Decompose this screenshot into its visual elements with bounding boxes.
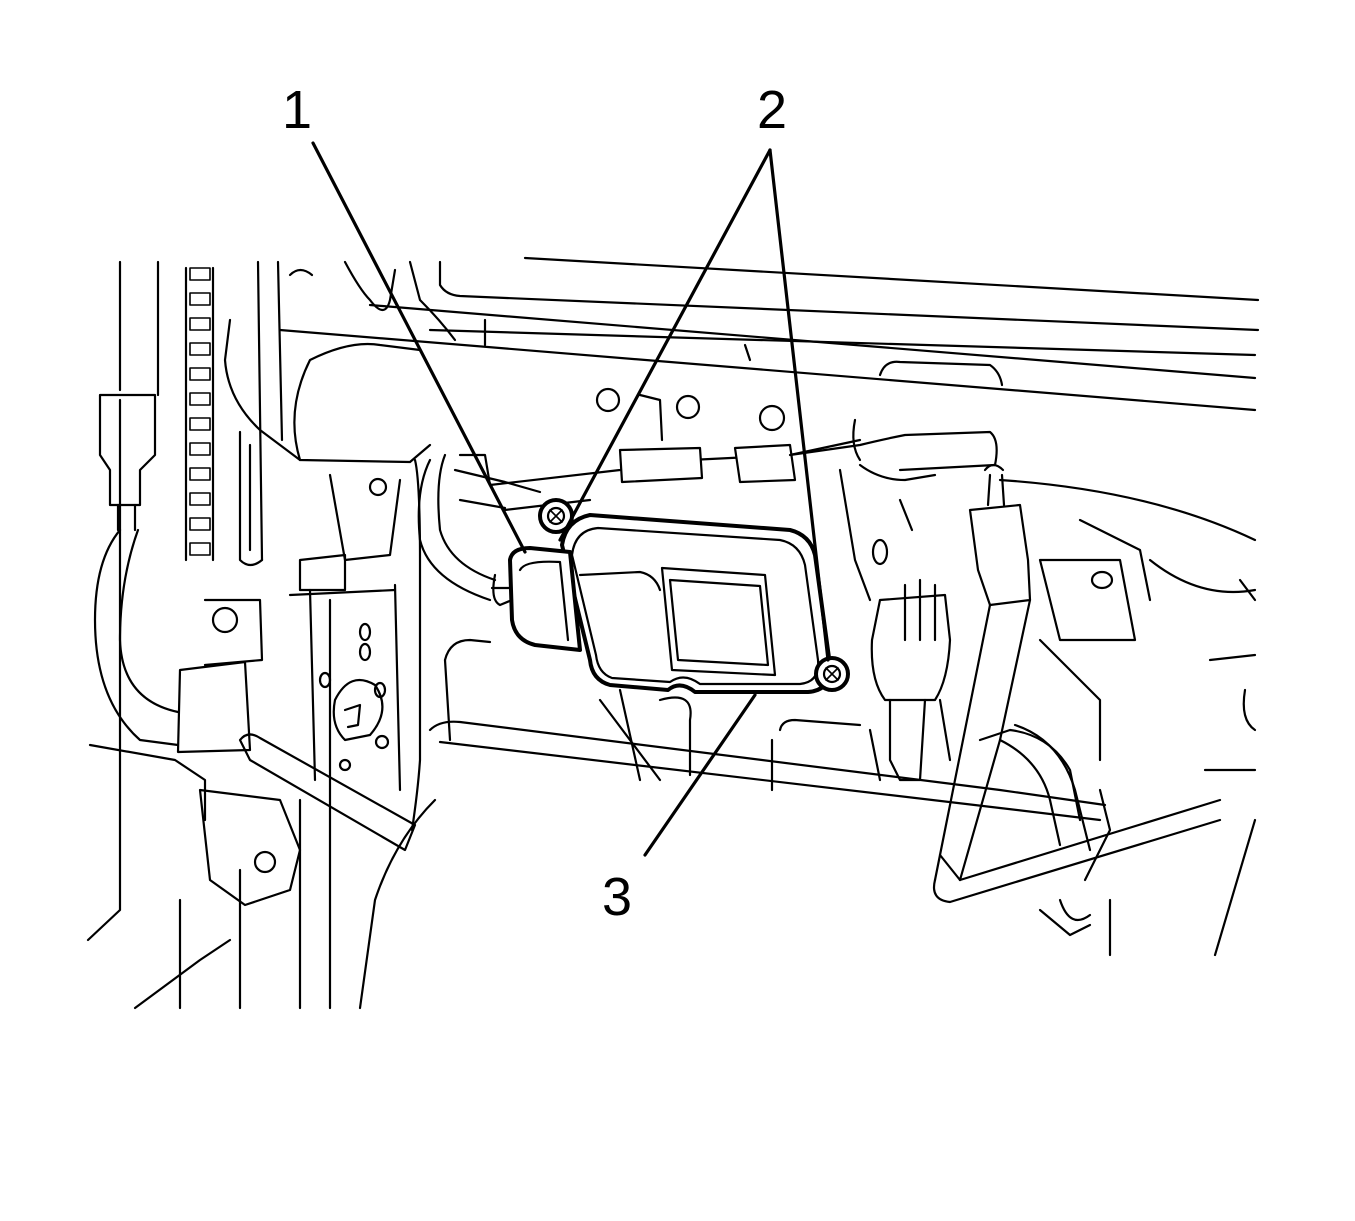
callout-2: 2 (757, 80, 787, 140)
leader-3 (643, 693, 757, 857)
left-bracket-assembly (176, 430, 417, 907)
leader-2a (558, 148, 772, 542)
left-pillar (86, 260, 437, 1010)
right-bracket (998, 478, 1257, 957)
upper-console (223, 260, 457, 562)
center-column (308, 458, 422, 832)
leader-2b (768, 148, 830, 662)
fastener-upper (538, 498, 574, 534)
callout-1: 1 (282, 80, 312, 140)
leader-lines (311, 141, 830, 857)
wiring-harness (417, 430, 998, 602)
callout-3: 3 (602, 867, 632, 927)
upper-panel-lines (278, 256, 1260, 412)
mounting-bracket (595, 343, 937, 602)
fastener-lower (814, 656, 850, 692)
control-module (560, 513, 833, 694)
right-connector-assembly (868, 463, 1222, 904)
leader-1 (311, 141, 527, 554)
electrical-connector (490, 546, 582, 652)
